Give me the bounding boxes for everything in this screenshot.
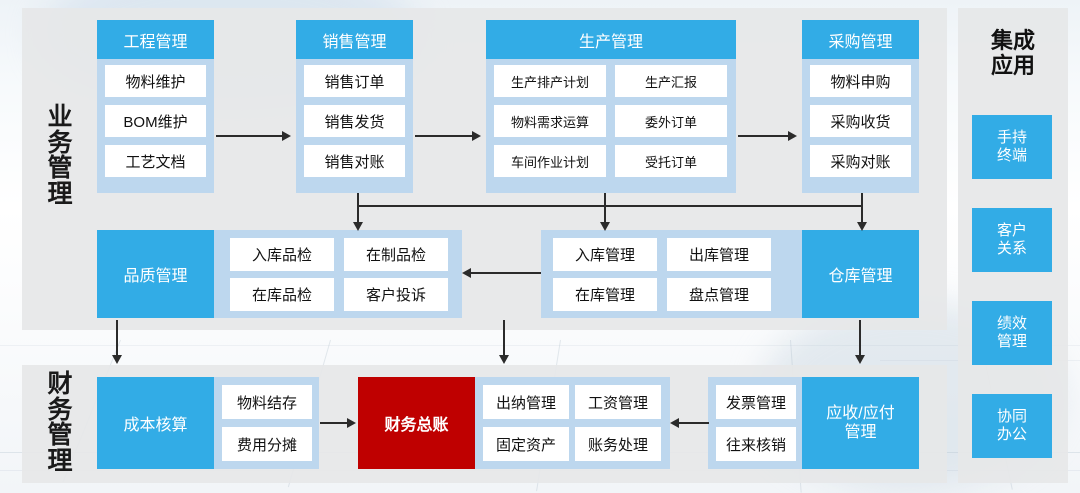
group-general-ledger: 财务总账 出纳管理 工资管理 固定资产 账务处理 xyxy=(358,377,670,469)
btn-line: 终端 xyxy=(996,147,1027,164)
group-engineering: 工程管理 物料维护 BOM维护 工艺文档 xyxy=(97,20,214,193)
module-fixed-assets[interactable]: 固定资产 xyxy=(483,427,569,461)
integration-title-line: 应用 xyxy=(990,53,1035,79)
module-workshop-plan[interactable]: 车间作业计划 xyxy=(494,145,606,177)
btn-line: 绩效 xyxy=(996,315,1027,332)
integration-button-performance-mgmt[interactable]: 绩效 管理 xyxy=(972,301,1052,365)
group-header-production[interactable]: 生产管理 xyxy=(486,20,736,59)
arrow-warehouse-to-quality xyxy=(462,268,542,278)
label-char: 业 xyxy=(47,103,73,131)
arrow-sales-to-production xyxy=(415,131,486,141)
module-inbound-mgmt[interactable]: 入库管理 xyxy=(553,238,657,271)
module-sales-delivery[interactable]: 销售发货 xyxy=(304,105,405,137)
module-purchase-receipt[interactable]: 采购收货 xyxy=(810,105,911,137)
arrow-production-to-purchasing xyxy=(738,131,802,141)
module-wip-inspection[interactable]: 在制品检 xyxy=(344,238,448,271)
label-char: 管 xyxy=(47,154,73,182)
btn-line: 客户 xyxy=(996,222,1027,239)
btn-line: 协同 xyxy=(996,408,1027,425)
module-purchase-reconciliation[interactable]: 采购对账 xyxy=(810,145,911,177)
btn-line: 手持 xyxy=(996,129,1027,146)
module-production-report[interactable]: 生产汇报 xyxy=(615,65,727,97)
group-production: 生产管理 生产排产计划 生产汇报 物料需求运算 委外订单 车间作业计划 受托订单 xyxy=(486,20,736,193)
module-stocktake-mgmt[interactable]: 盘点管理 xyxy=(667,278,771,311)
group-header-sales[interactable]: 销售管理 xyxy=(296,20,413,59)
module-bom-maintenance[interactable]: BOM维护 xyxy=(105,105,206,137)
module-outsourcing-order[interactable]: 委外订单 xyxy=(615,105,727,137)
label-char: 管 xyxy=(47,421,73,449)
module-customer-complaint[interactable]: 客户投诉 xyxy=(344,278,448,311)
integration-button-collaborative-office[interactable]: 协同 办公 xyxy=(972,394,1052,458)
group-header-quality[interactable]: 品质管理 xyxy=(97,230,214,318)
module-outbound-mgmt[interactable]: 出库管理 xyxy=(667,238,771,271)
arrow-cost-to-ledger xyxy=(320,418,360,428)
module-expense-allocation[interactable]: 费用分摊 xyxy=(222,427,312,461)
arrow-purchasing-to-receivable xyxy=(855,320,867,366)
header-line: 管理 xyxy=(844,424,877,441)
group-receivable-payable: 应收/应付 管理 发票管理 往来核销 xyxy=(708,377,919,469)
label-char: 理 xyxy=(47,179,73,208)
integration-title-line: 集成 xyxy=(990,28,1035,53)
group-header-receivable-payable[interactable]: 应收/应付 管理 xyxy=(802,377,919,469)
arrow-bus-to-warehouse-bus xyxy=(350,193,870,233)
module-process-document[interactable]: 工艺文档 xyxy=(105,145,206,177)
business-section-label: 业 务 管 理 xyxy=(36,103,84,208)
module-sales-reconciliation[interactable]: 销售对账 xyxy=(304,145,405,177)
module-material-maintenance[interactable]: 物料维护 xyxy=(105,65,206,97)
module-production-schedule[interactable]: 生产排产计划 xyxy=(494,65,606,97)
module-cashier-mgmt[interactable]: 出纳管理 xyxy=(483,385,569,419)
arrow-engineering-to-sales xyxy=(216,131,296,141)
label-char: 理 xyxy=(47,446,73,475)
label-char: 务 xyxy=(47,128,73,157)
label-char: 务 xyxy=(47,395,73,424)
group-header-warehouse[interactable]: 仓库管理 xyxy=(802,230,919,318)
group-quality: 品质管理 入库品检 在制品检 在库品检 客户投诉 xyxy=(97,230,462,318)
label-char: 财 xyxy=(47,370,73,398)
module-inbound-inspection[interactable]: 入库品检 xyxy=(230,238,334,271)
group-sales: 销售管理 销售订单 销售发货 销售对账 xyxy=(296,20,413,193)
arrow-quality-to-cost xyxy=(112,320,124,366)
module-ar-ap-writeoff[interactable]: 往来核销 xyxy=(716,427,796,461)
module-entrusted-order[interactable]: 受托订单 xyxy=(615,145,727,177)
group-header-cost-accounting[interactable]: 成本核算 xyxy=(97,377,214,469)
module-material-requisition[interactable]: 物料申购 xyxy=(810,65,911,97)
arrow-warehouse-to-ledger xyxy=(499,320,511,366)
group-header-general-ledger[interactable]: 财务总账 xyxy=(358,377,475,469)
module-stock-inspection[interactable]: 在库品检 xyxy=(230,278,334,311)
finance-section-label: 财 务 管 理 xyxy=(36,370,84,475)
module-stock-mgmt[interactable]: 在库管理 xyxy=(553,278,657,311)
btn-line: 办公 xyxy=(996,426,1027,443)
module-payroll-mgmt[interactable]: 工资管理 xyxy=(575,385,661,419)
module-sales-order[interactable]: 销售订单 xyxy=(304,65,405,97)
integration-button-customer-relations[interactable]: 客户 关系 xyxy=(972,208,1052,272)
module-invoice-mgmt[interactable]: 发票管理 xyxy=(716,385,796,419)
module-mrp[interactable]: 物料需求运算 xyxy=(494,105,606,137)
integration-button-handheld-terminal[interactable]: 手持 终端 xyxy=(972,115,1052,179)
group-warehouse: 仓库管理 入库管理 出库管理 在库管理 盘点管理 xyxy=(541,230,919,318)
group-cost-accounting: 成本核算 物料结存 费用分摊 xyxy=(97,377,319,469)
header-line: 应收/应付 xyxy=(826,404,895,422)
arrow-receivable-to-ledger xyxy=(670,418,710,428)
module-material-balance[interactable]: 物料结存 xyxy=(222,385,312,419)
group-purchasing: 采购管理 物料申购 采购收货 采购对账 xyxy=(802,20,919,193)
group-header-purchasing[interactable]: 采购管理 xyxy=(802,20,919,59)
integration-title: 集成 应用 xyxy=(958,28,1068,79)
module-accounting-process[interactable]: 账务处理 xyxy=(575,427,661,461)
btn-line: 关系 xyxy=(996,240,1027,257)
btn-line: 管理 xyxy=(996,333,1027,350)
group-header-engineering[interactable]: 工程管理 xyxy=(97,20,214,59)
